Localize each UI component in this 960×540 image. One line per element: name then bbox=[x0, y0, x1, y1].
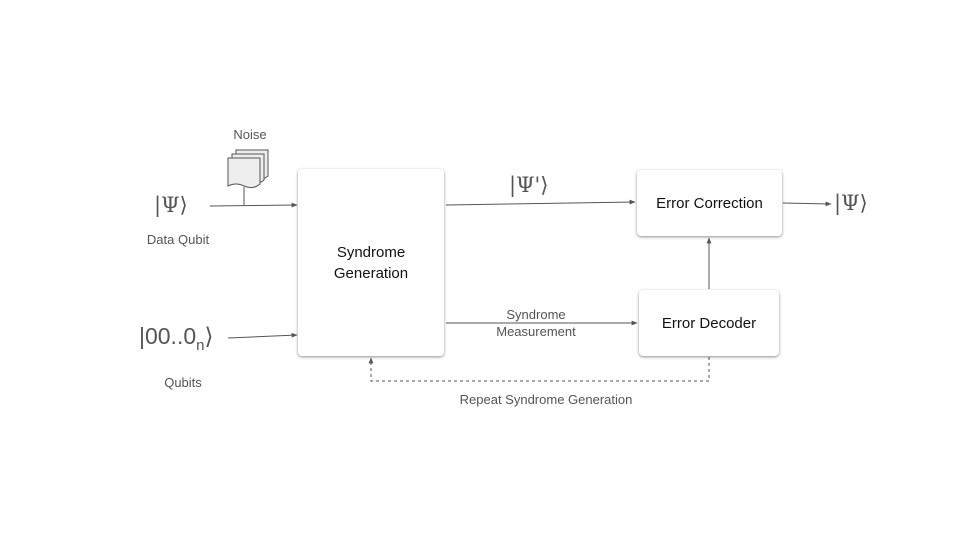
error-decoder-box[interactable]: Error Decoder bbox=[639, 290, 779, 356]
noise-label: Noise bbox=[233, 127, 267, 142]
corrupted-state: |Ψ'⟩ bbox=[509, 173, 549, 197]
syndrome-generation-label-2: Generation bbox=[333, 264, 409, 282]
data-qubit-label: Data Qubit bbox=[146, 232, 210, 247]
syndrome-measurement-label: Syndrome Measurement bbox=[496, 307, 576, 339]
output-state: |Ψ⟩ bbox=[834, 191, 868, 215]
noise-documents-icon bbox=[227, 149, 269, 189]
ancilla-state: |00..0n⟩ bbox=[139, 323, 214, 354]
error-decoder-label: Error Decoder bbox=[661, 314, 757, 332]
error-correction-box[interactable]: Error Correction bbox=[637, 170, 782, 236]
ancilla-qubits-arrow bbox=[227, 332, 298, 339]
data-qubit-arrow bbox=[209, 202, 298, 208]
error-correction-label: Error Correction bbox=[656, 194, 763, 212]
syndrome-generation-box[interactable]: Syndrome Generation bbox=[298, 169, 444, 356]
repeat-syndrome-label: Repeat Syndrome Generation bbox=[459, 392, 633, 407]
qubits-label: Qubits bbox=[164, 375, 202, 390]
repeat-loop-arrow bbox=[368, 357, 710, 382]
corrupted-state-arrow bbox=[445, 199, 636, 206]
output-arrow bbox=[782, 201, 832, 207]
input-state: |Ψ⟩ bbox=[154, 193, 188, 217]
syndrome-generation-label-1: Syndrome bbox=[336, 243, 406, 261]
